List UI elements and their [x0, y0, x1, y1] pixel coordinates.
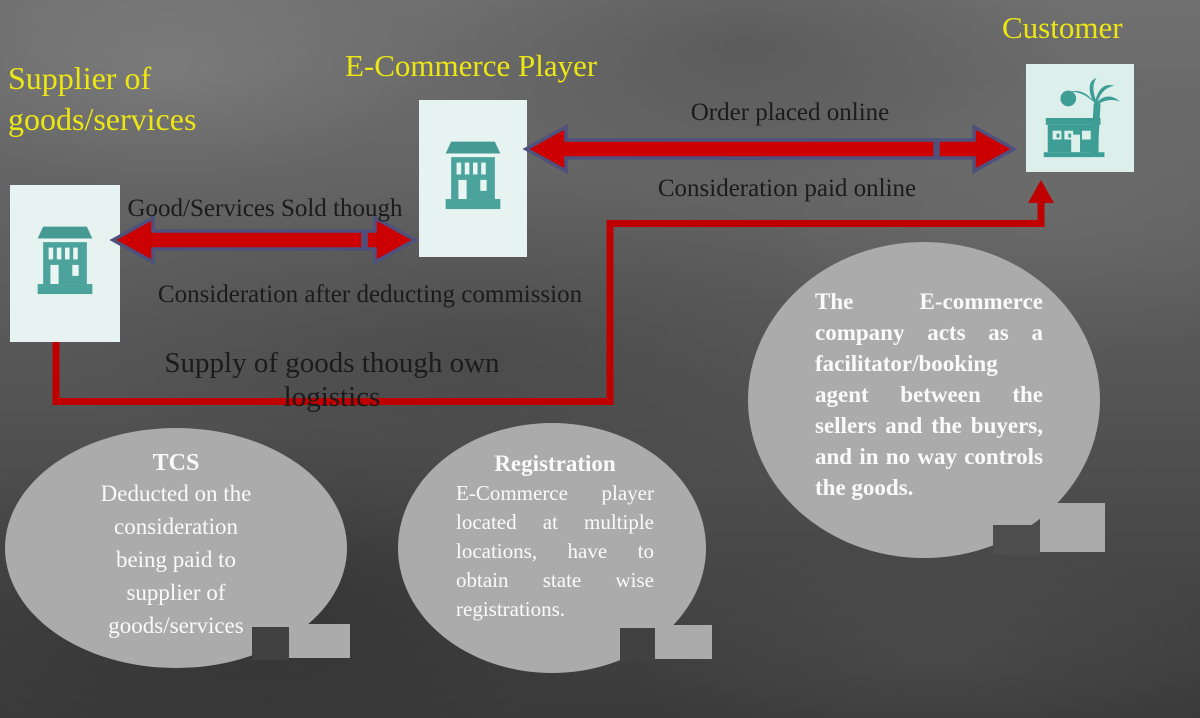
building-icon — [445, 141, 501, 209]
tcs-bubble-notch — [252, 627, 289, 660]
tcs-heading: TCS — [152, 450, 200, 476]
supplier-box — [10, 185, 120, 342]
building-icon — [37, 226, 93, 294]
registration-body: E-Commerce player located at multiple lo… — [456, 481, 654, 621]
goods-commission-arrows — [109, 215, 419, 265]
facilitator-bubble-tail — [1040, 503, 1105, 552]
order-consideration-arrows — [522, 124, 1018, 174]
registration-heading: Registration — [494, 451, 616, 476]
consideration-paid-label: Consideration paid online — [657, 175, 917, 202]
left-arrow — [522, 124, 937, 174]
facilitator-bubble: The E-commerce company acts as a facilit… — [748, 242, 1105, 558]
commission-label: Consideration after deducting commission — [157, 281, 583, 308]
right-arrow — [936, 124, 1018, 174]
customer-title: Customer — [1002, 10, 1123, 45]
facilitator-body: The E-commerce company acts as a facilit… — [815, 289, 1043, 500]
customer-box — [1026, 64, 1134, 172]
ecommerce-player-title: E-Commerce Player — [345, 48, 598, 83]
registration-bubble-notch — [620, 628, 655, 661]
beach-building-palm-icon — [1043, 77, 1121, 158]
tcs-body: Deducted on the consideration being paid… — [100, 481, 252, 638]
registration-bubble-tail — [655, 625, 712, 659]
tcs-bubble-tail — [289, 624, 350, 658]
order-placed-label: Order placed online — [690, 99, 890, 126]
up-arrowhead — [1028, 180, 1054, 203]
goods-sold-label: Good/Services Sold though — [127, 195, 403, 222]
supply-logistics-label: Supply of goods though own logistics — [164, 347, 500, 413]
ecommerce-box — [419, 100, 527, 257]
supplier-title: Supplier of goods/services — [8, 60, 197, 137]
registration-bubble: Registration E-Commerce player located a… — [398, 423, 712, 673]
left-arrow — [109, 215, 365, 265]
right-arrow — [364, 215, 419, 265]
tcs-bubble: TCS Deducted on the consideration being … — [5, 428, 350, 668]
facilitator-bubble-notch — [993, 525, 1040, 555]
